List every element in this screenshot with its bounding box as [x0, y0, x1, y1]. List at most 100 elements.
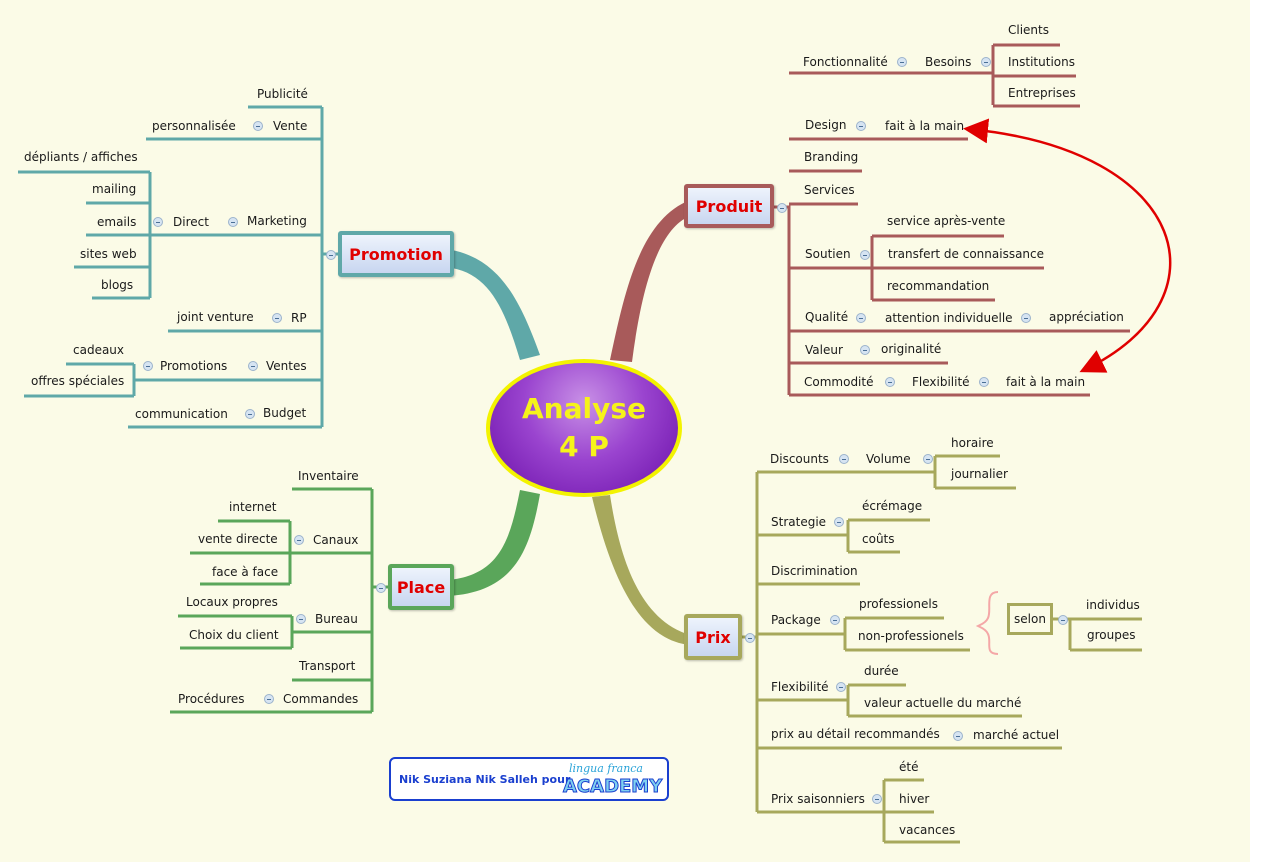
node-joint-venture[interactable]: joint venture [177, 310, 254, 324]
node-journalier[interactable]: journalier [951, 467, 1008, 481]
collapse-promotions-icon[interactable] [143, 361, 153, 371]
node-duree[interactable]: durée [864, 664, 899, 678]
collapse-strategie-icon[interactable] [834, 517, 844, 527]
node-internet[interactable]: internet [229, 500, 277, 514]
node-emails[interactable]: emails [97, 215, 137, 229]
node-budget[interactable]: Budget [263, 406, 307, 420]
node-soutien[interactable]: Soutien [805, 247, 851, 261]
node-discrimination[interactable]: Discrimination [771, 564, 858, 578]
topic-promotion[interactable]: Promotion [338, 231, 454, 277]
node-vente-directe[interactable]: vente directe [198, 532, 278, 546]
node-branding[interactable]: Branding [804, 150, 859, 164]
collapse-flexibilite-prix-icon[interactable] [836, 682, 846, 692]
node-vente[interactable]: Vente [273, 119, 308, 133]
node-originalite[interactable]: originalité [881, 342, 942, 356]
node-strategie[interactable]: Strategie [771, 515, 827, 529]
node-sites-web[interactable]: sites web [80, 247, 137, 261]
collapse-flexibilite-icon[interactable] [979, 377, 989, 387]
node-marketing[interactable]: Marketing [247, 214, 307, 228]
topic-place[interactable]: Place [388, 564, 454, 610]
collapse-design-icon[interactable] [856, 121, 866, 131]
node-procedures[interactable]: Procédures [178, 692, 245, 706]
collapse-produit-icon[interactable] [777, 203, 787, 213]
node-recommandation[interactable]: recommandation [887, 279, 990, 293]
node-vacances[interactable]: vacances [899, 823, 956, 837]
node-transport[interactable]: Transport [299, 659, 356, 673]
node-communication[interactable]: communication [135, 407, 228, 421]
node-selon[interactable]: selon [1007, 603, 1053, 635]
node-discounts[interactable]: Discounts [770, 452, 829, 466]
node-sav[interactable]: service après-vente [887, 214, 1006, 228]
node-package[interactable]: Package [771, 613, 821, 627]
node-saisonniers[interactable]: Prix saisonniers [771, 792, 865, 806]
node-locaux[interactable]: Locaux propres [186, 595, 278, 609]
node-depliants[interactable]: dépliants / affiches [24, 150, 138, 164]
node-valeur-marche[interactable]: valeur actuelle du marché [864, 696, 1022, 710]
node-mailing[interactable]: mailing [92, 182, 137, 196]
node-face-a-face[interactable]: face à face [212, 565, 279, 579]
node-ete[interactable]: été [899, 760, 919, 774]
node-personnalisee[interactable]: personnalisée [152, 119, 236, 133]
collapse-volume-icon[interactable] [923, 454, 933, 464]
collapse-package-icon[interactable] [830, 615, 840, 625]
collapse-attention-icon[interactable] [1021, 313, 1031, 323]
node-institutions[interactable]: Institutions [1008, 55, 1075, 69]
collapse-prix-icon[interactable] [745, 633, 755, 643]
collapse-place-icon[interactable] [376, 583, 386, 593]
node-offres[interactable]: offres spéciales [31, 374, 125, 388]
collapse-qualite-icon[interactable] [856, 313, 866, 323]
node-prix-detail[interactable]: prix au détail recommandés [771, 727, 940, 741]
node-canaux[interactable]: Canaux [313, 533, 359, 547]
collapse-rp-icon[interactable] [272, 313, 282, 323]
node-services[interactable]: Services [804, 183, 855, 197]
collapse-promotion-icon[interactable] [326, 250, 336, 260]
collapse-prix-detail-icon[interactable] [953, 731, 963, 741]
node-commandes[interactable]: Commandes [283, 692, 359, 706]
node-professionels[interactable]: professionels [859, 597, 938, 611]
node-attention[interactable]: attention individuelle [885, 311, 1013, 325]
node-valeur[interactable]: Valeur [805, 343, 843, 357]
node-rp[interactable]: RP [291, 311, 307, 325]
collapse-valeur-icon[interactable] [860, 345, 870, 355]
node-ventes[interactable]: Ventes [266, 359, 307, 373]
collapse-vente-icon[interactable] [253, 121, 263, 131]
node-appreciation[interactable]: appréciation [1049, 310, 1124, 324]
collapse-saisonniers-icon[interactable] [872, 794, 882, 804]
collapse-ventes-icon[interactable] [248, 361, 258, 371]
node-non-professionels[interactable]: non-professionels [858, 629, 964, 643]
collapse-soutien-icon[interactable] [860, 250, 870, 260]
node-couts[interactable]: coûts [862, 532, 895, 546]
node-publicite[interactable]: Publicité [257, 87, 308, 101]
node-cadeaux[interactable]: cadeaux [73, 343, 125, 357]
node-blogs[interactable]: blogs [101, 278, 134, 292]
node-direct[interactable]: Direct [173, 215, 209, 229]
node-flexibilite[interactable]: Flexibilité [912, 375, 970, 389]
collapse-besoins-icon[interactable] [981, 57, 991, 67]
collapse-direct-icon[interactable] [153, 217, 163, 227]
collapse-marketing-icon[interactable] [228, 217, 238, 227]
node-groupes[interactable]: groupes [1087, 628, 1136, 642]
node-fonctionnalite[interactable]: Fonctionnalité [803, 55, 888, 69]
node-individus[interactable]: individus [1086, 598, 1140, 612]
collapse-fonctionnalite-icon[interactable] [897, 57, 907, 67]
collapse-canaux-icon[interactable] [294, 535, 304, 545]
node-hiver[interactable]: hiver [899, 792, 930, 806]
central-topic[interactable]: Analyse 4 P [486, 359, 682, 497]
node-choix[interactable]: Choix du client [189, 628, 279, 642]
node-marche-actuel[interactable]: marché actuel [973, 728, 1060, 742]
node-promotions[interactable]: Promotions [160, 359, 228, 373]
node-transfert[interactable]: transfert de connaissance [888, 247, 1045, 261]
topic-prix[interactable]: Prix [684, 614, 742, 660]
collapse-commandes-icon[interactable] [264, 694, 274, 704]
collapse-budget-icon[interactable] [245, 409, 255, 419]
collapse-commodite-icon[interactable] [885, 377, 895, 387]
node-clients[interactable]: Clients [1008, 23, 1049, 37]
node-fait-main-2[interactable]: fait à la main [1006, 375, 1086, 389]
collapse-bureau-icon[interactable] [296, 614, 306, 624]
node-volume[interactable]: Volume [866, 452, 911, 466]
node-horaire[interactable]: horaire [951, 436, 994, 450]
node-flexibilite-prix[interactable]: Flexibilité [771, 680, 829, 694]
collapse-selon-icon[interactable] [1058, 615, 1068, 625]
node-ecremage[interactable]: écrémage [862, 499, 923, 513]
node-besoins[interactable]: Besoins [925, 55, 972, 69]
